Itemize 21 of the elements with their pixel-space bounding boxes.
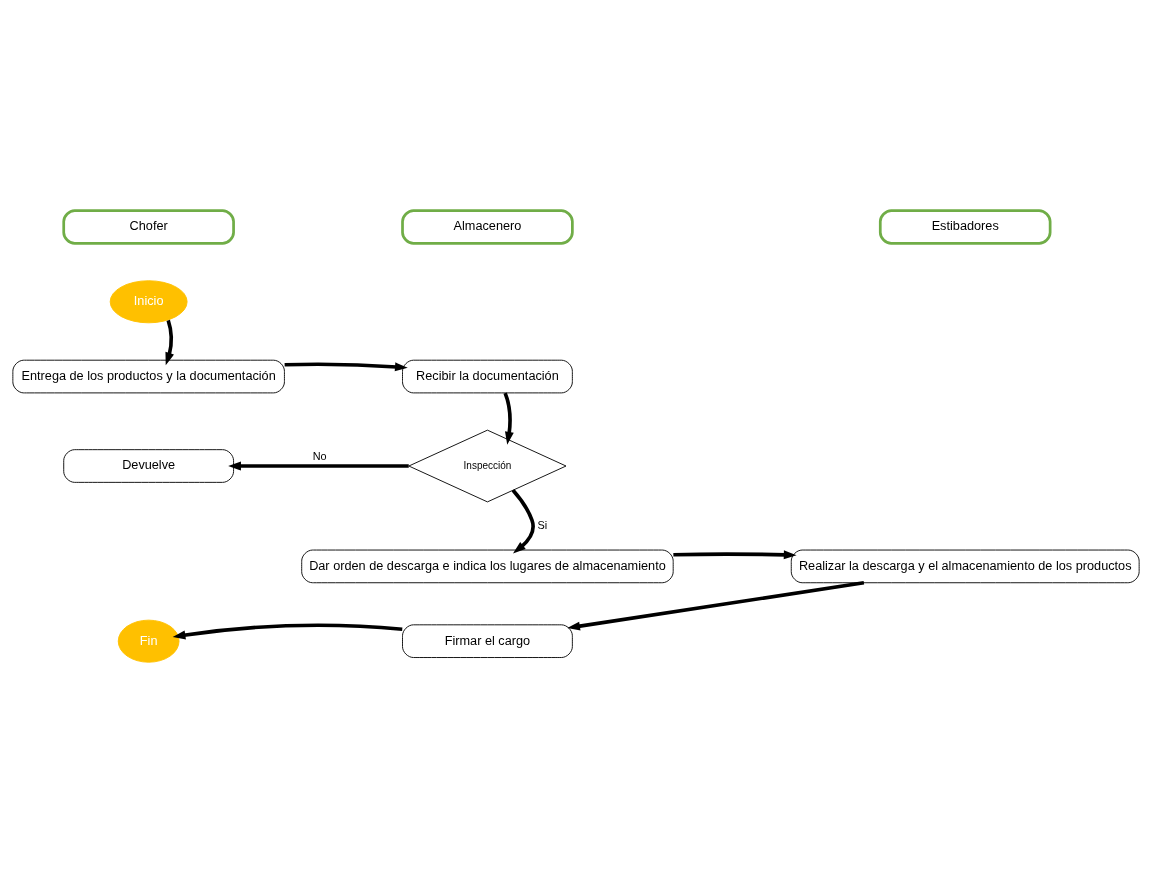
arrow: [503, 392, 514, 445]
arrow: [284, 361, 408, 371]
node-box: Dar orden de descarga e indica los lugares de almacenamiento: [301, 549, 674, 583]
arrow: [228, 461, 409, 470]
arrow: [673, 549, 797, 559]
node-box: Recibir la documentación: [402, 359, 573, 393]
node-box: Chofer: [62, 208, 235, 245]
node-box: Estibadores: [878, 208, 1052, 245]
edge-label: No: [312, 449, 327, 462]
edge-label: Si: [537, 518, 548, 531]
arrow: [172, 623, 403, 639]
node-ellipse: Fin: [117, 619, 180, 663]
node-box: Entrega de los productos y la documentación: [12, 359, 285, 393]
arrow: [567, 580, 865, 631]
node-box: Devuelve: [63, 448, 235, 483]
arrow: [511, 488, 535, 553]
node-ellipse: Inicio: [109, 279, 188, 323]
node-box: Realizar la descarga y el almacenamiento de los productos: [790, 549, 1140, 583]
node-box: Almacenero: [401, 208, 574, 245]
node-box: Firmar el cargo: [402, 623, 573, 658]
arrow: [165, 319, 174, 365]
